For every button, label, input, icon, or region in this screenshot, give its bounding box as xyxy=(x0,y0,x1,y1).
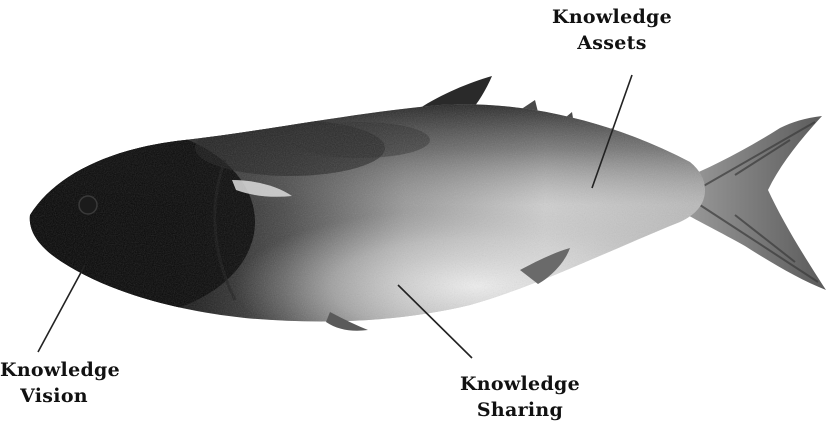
fish-illustration-group xyxy=(0,76,826,335)
label-knowledge-vision-line2: Vision xyxy=(0,383,108,409)
label-knowledge-vision: Knowledge Vision xyxy=(0,357,108,409)
pointer-vision xyxy=(38,265,85,352)
label-knowledge-assets-line1: Knowledge xyxy=(552,4,672,30)
label-knowledge-assets: Knowledge Assets xyxy=(552,4,672,56)
fish-eye xyxy=(79,196,97,214)
label-knowledge-sharing-line1: Knowledge xyxy=(455,371,585,397)
label-knowledge-sharing: Knowledge Sharing xyxy=(455,371,585,423)
label-knowledge-vision-line1: Knowledge xyxy=(0,357,108,383)
label-knowledge-sharing-line2: Sharing xyxy=(455,397,585,423)
label-knowledge-assets-line2: Assets xyxy=(552,30,672,56)
